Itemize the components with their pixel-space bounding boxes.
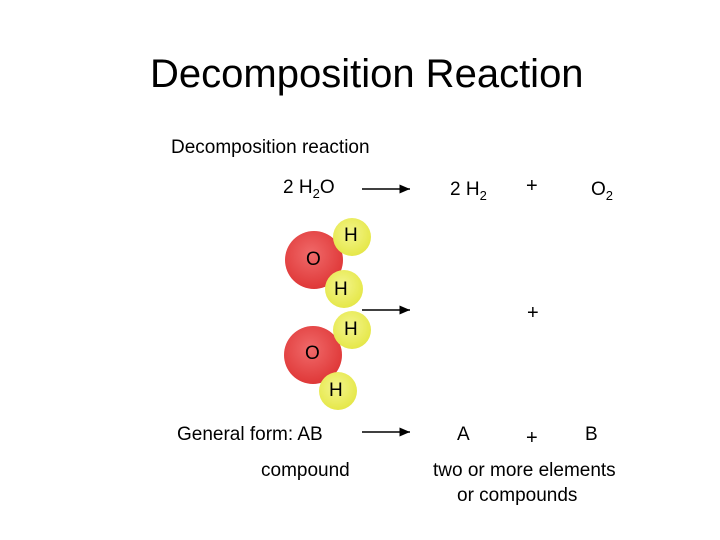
reactant-formula: 2 H2O <box>283 177 335 201</box>
products-description-line2: or compounds <box>457 485 578 506</box>
hydrogen-atom <box>319 372 357 410</box>
general-form-label: General form: AB <box>177 424 323 445</box>
hydrogen-label: H <box>334 279 348 300</box>
product2-formula: O2 <box>591 179 613 203</box>
product1-subscript: 2 <box>479 188 487 203</box>
reactant-tail: O <box>319 177 335 198</box>
model-plus: + <box>527 302 539 324</box>
general-plus: + <box>526 427 538 449</box>
general-product-a: A <box>457 424 470 445</box>
oxygen-label: O <box>306 249 321 270</box>
reactant-subscript: 2 <box>312 186 320 201</box>
general-product-b: B <box>585 424 598 445</box>
product2-symbol: O <box>591 179 606 200</box>
hydrogen-atom <box>325 270 363 308</box>
hydrogen-label: H <box>344 319 358 340</box>
section-heading: Decomposition reaction <box>171 137 370 158</box>
product1-coef: 2 H <box>450 179 480 200</box>
product2-subscript: 2 <box>605 188 614 203</box>
oxygen-label: O <box>305 343 320 364</box>
reactant-coef: 2 H <box>283 177 313 198</box>
product1-formula: 2 H2 <box>450 179 487 203</box>
hydrogen-label: H <box>329 380 343 401</box>
hydrogen-label: H <box>344 225 358 246</box>
hydrogen-atom <box>333 218 371 256</box>
compound-label: compound <box>261 460 350 481</box>
slide-title: Decomposition Reaction <box>150 52 584 96</box>
equation-plus: + <box>526 175 538 197</box>
products-description-line1: two or more elements <box>433 460 616 481</box>
hydrogen-atom <box>333 311 371 349</box>
